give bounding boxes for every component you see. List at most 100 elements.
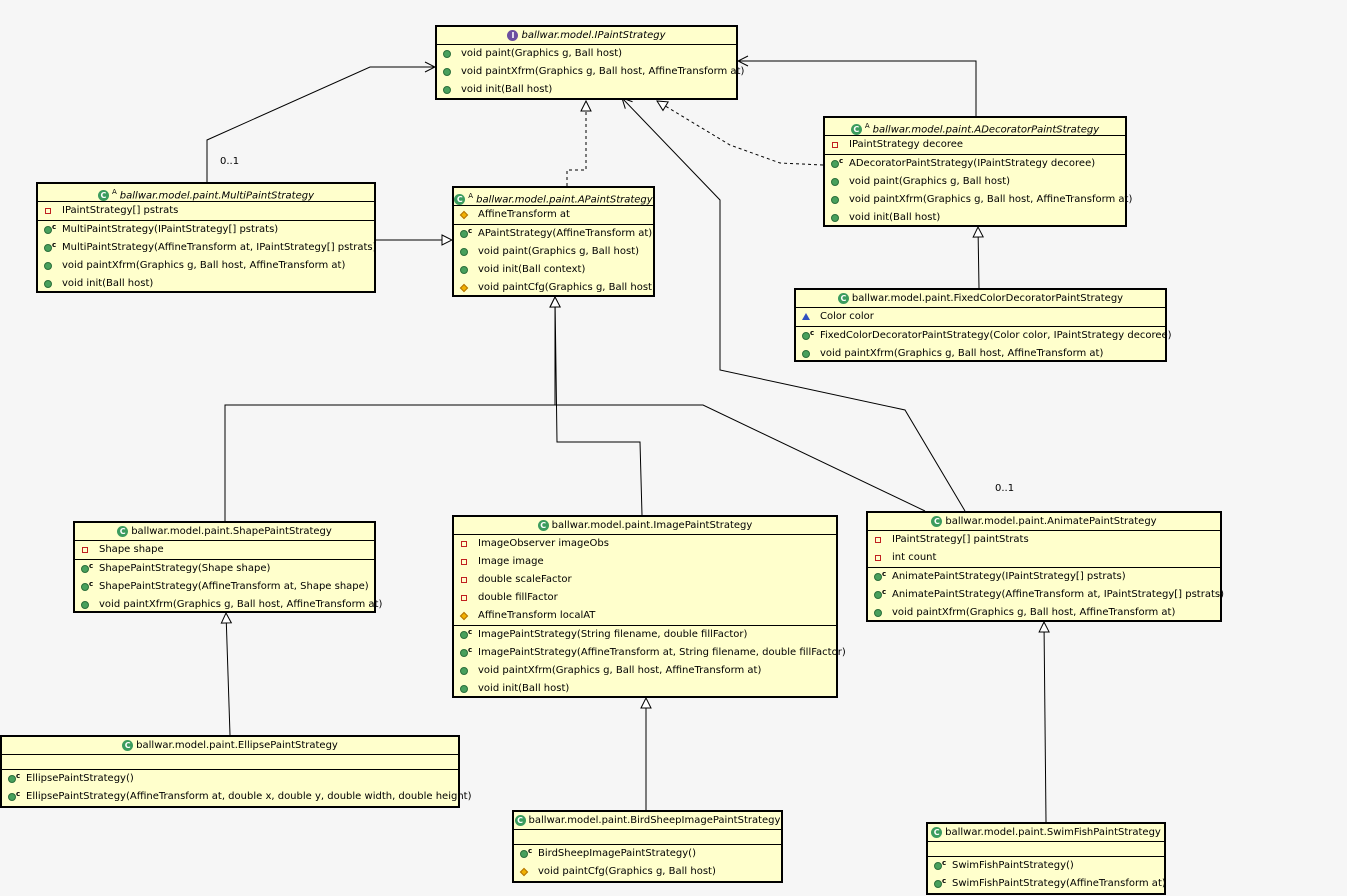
member-row: double fillFactor <box>454 589 836 607</box>
member-text: AffineTransform localAT <box>478 610 596 621</box>
pub-visibility-icon <box>874 609 882 617</box>
constructor-marker: c <box>528 847 533 855</box>
constructor-row: c MultiPaintStrategy(IPaintStrategy[] pst… <box>38 221 374 239</box>
constructor-marker: c <box>89 562 94 570</box>
pub-visibility-icon <box>934 862 942 870</box>
class-icon: C <box>97 189 109 201</box>
abstract-marker: A <box>864 122 870 130</box>
pub-visibility-icon <box>831 160 839 168</box>
member-text: ShapePaintStrategy(Shape shape) <box>99 563 271 574</box>
member-text: double scaleFactor <box>478 574 572 585</box>
member-row: void paintXfrm(Graphics g, Ball host, Af… <box>437 63 744 81</box>
pub-visibility-icon <box>44 244 52 252</box>
pub-visibility-icon <box>802 350 810 358</box>
member-text: MultiPaintStrategy(IPaintStrategy[] pstr… <box>62 224 279 235</box>
member-text: void paint(Graphics g, Ball host) <box>478 246 640 257</box>
pub-visibility-icon <box>874 573 882 581</box>
pub-visibility-icon <box>831 214 839 222</box>
pkg-visibility-icon <box>802 313 810 320</box>
fields-section: Color color <box>796 307 1165 326</box>
member-text: EllipsePaintStrategy(AffineTransform at,… <box>26 791 472 802</box>
priv-visibility-icon <box>461 577 467 583</box>
pub-visibility-icon <box>831 196 839 204</box>
member-text: void paintXfrm(Graphics g, Ball host, Af… <box>62 260 346 271</box>
class-name: ballwar.model.paint.ADecoratorPaintStrat… <box>872 124 1100 136</box>
member-text: FixedColorDecoratorPaintStrategy(Color c… <box>820 330 1172 341</box>
member-row: void paintCfg(Graphics g, Ball host) <box>454 279 656 297</box>
pub-visibility-icon <box>460 631 468 639</box>
constructor-marker: c <box>16 772 21 780</box>
pub-visibility-icon <box>44 226 52 234</box>
member-text: IPaintStrategy decoree <box>849 139 964 150</box>
member-text: void init(Ball host) <box>62 278 154 289</box>
member-text: AnimatePaintStrategy(IPaintStrategy[] ps… <box>892 571 1126 582</box>
methods-section: void paint(Graphics g, Ball host)void pa… <box>437 44 744 99</box>
edge-shape-extends-apaint <box>224 297 555 521</box>
member-text: SwimFishPaintStrategy(AffineTransform at… <box>952 878 1166 889</box>
member-text: ImagePaintStrategy(String filename, doub… <box>478 629 748 640</box>
class-name: ballwar.model.IPaintStrategy <box>521 30 666 41</box>
multiplicity-label: 0..1 <box>220 156 240 167</box>
member-row: void init(Ball host) <box>437 81 736 99</box>
pub-visibility-icon <box>934 880 942 888</box>
member-row: Color color <box>796 308 1165 326</box>
prot-visibility-icon <box>459 283 469 293</box>
member-text: void init(Ball context) <box>478 264 586 275</box>
class-name: ballwar.model.paint.MultiPaintStrategy <box>119 190 314 202</box>
pub-visibility-icon <box>460 266 468 274</box>
fields-section <box>514 829 781 844</box>
member-text: void init(Ball host) <box>478 683 570 694</box>
member-text: void init(Ball host) <box>461 84 553 95</box>
fields-section: Shape shape <box>75 540 374 559</box>
member-text: ImagePaintStrategy(AffineTransform at, S… <box>478 647 846 658</box>
class-icon: C <box>454 193 466 205</box>
constructor-marker: c <box>942 859 947 867</box>
prot-visibility-icon <box>519 867 529 877</box>
prot-visibility-icon <box>459 210 469 220</box>
constructor-marker: c <box>52 223 57 231</box>
class-name: ballwar.model.paint.SwimFishPaintStrateg… <box>945 827 1161 838</box>
member-row: IPaintStrategy decoree <box>825 136 1125 154</box>
member-row: void paintXfrm(Graphics g, Ball host, Af… <box>796 345 1165 363</box>
member-text: void paintXfrm(Graphics g, Ball host, Af… <box>99 599 383 610</box>
class-name: ballwar.model.paint.APaintStrategy <box>476 194 653 206</box>
member-text: IPaintStrategy[] pstrats <box>62 205 179 216</box>
pub-visibility-icon <box>460 230 468 238</box>
member-row: void paintXfrm(Graphics g, Ball host, Af… <box>868 604 1220 622</box>
priv-visibility-icon <box>461 541 467 547</box>
pub-visibility-icon <box>8 793 16 801</box>
class-icon: C <box>837 292 849 304</box>
fields-section: AffineTransform at <box>454 205 653 224</box>
class-name: ballwar.model.paint.EllipsePaintStrategy <box>136 740 338 751</box>
class-icon: C <box>537 519 549 531</box>
